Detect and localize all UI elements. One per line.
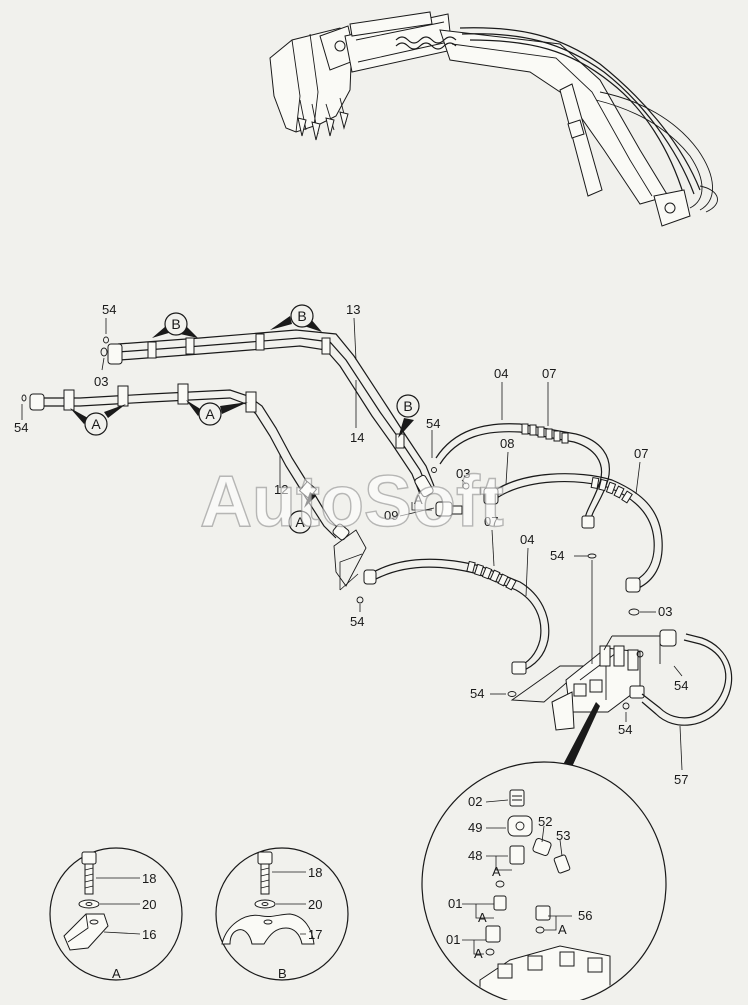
hose-08 — [483, 473, 663, 593]
callout-a-1: A — [70, 404, 126, 436]
callout-b-1-label: B — [171, 316, 180, 332]
label-12: 12 — [274, 482, 288, 497]
callout-b-2: B — [270, 304, 322, 332]
detail-pointer — [556, 702, 600, 780]
label-a-small: A — [414, 492, 423, 507]
callout-a-2: A — [186, 400, 248, 426]
fitting-09 — [431, 467, 470, 517]
pipe-12 — [29, 383, 367, 587]
hose-lower-04-07 — [363, 558, 550, 675]
detail-b-label-20: 20 — [308, 897, 322, 912]
detail-label-01a: 01 — [448, 896, 462, 911]
callout-b-3: B — [396, 394, 420, 438]
label-04-top: 04 — [494, 366, 508, 381]
detail-a-label-20: 20 — [142, 897, 156, 912]
part-numbers: 54 03 54 13 14 12 54 03 A 09 08 04 07 07… — [14, 302, 688, 787]
label-54-lowleft: 54 — [350, 614, 364, 629]
detail-label-01b: 01 — [446, 932, 460, 947]
detail-label-02: 02 — [468, 794, 482, 809]
detail-a-caption: A — [112, 966, 121, 981]
label-13: 13 — [346, 302, 360, 317]
label-07-top: 07 — [542, 366, 556, 381]
o-rings — [21, 336, 644, 710]
label-03-mid: 03 — [456, 466, 470, 481]
detail-b-label-17: 17 — [308, 927, 322, 942]
callout-a-2-label: A — [205, 406, 215, 422]
fittings-detail-circle: 02 49 52 53 48 A 01 A 56 A 01 A — [421, 761, 667, 1005]
detail-label-a4: A — [474, 946, 483, 961]
label-08: 08 — [500, 436, 514, 451]
label-04-mid: 04 — [520, 532, 534, 547]
detail-a-label-18: 18 — [142, 871, 156, 886]
detail-label-56: 56 — [578, 908, 592, 923]
callout-a-3: A — [288, 492, 316, 534]
callout-b-2-label: B — [297, 308, 306, 324]
leader-lines — [21, 317, 683, 771]
detail-b-caption: B — [278, 966, 287, 981]
label-54-c2: 54 — [470, 686, 484, 701]
valve-block — [510, 635, 661, 731]
label-54-c1: 54 — [550, 548, 564, 563]
detail-a-clamp: 18 20 16 A — [49, 847, 183, 981]
detail-label-a3: A — [558, 922, 567, 937]
callout-b-3-label: B — [403, 398, 412, 414]
detail-label-49: 49 — [468, 820, 482, 835]
watermark: AutoSoft — [200, 462, 504, 542]
detail-label-52: 52 — [538, 814, 552, 829]
detail-b-label-18: 18 — [308, 865, 322, 880]
excavator-arm-illustration — [269, 11, 718, 227]
label-57: 57 — [674, 772, 688, 787]
detail-label-53: 53 — [556, 828, 570, 843]
label-54-top: 54 — [102, 302, 116, 317]
label-03-top: 03 — [94, 374, 108, 389]
detail-label-48: 48 — [468, 848, 482, 863]
detail-a-label-16: 16 — [142, 927, 156, 942]
label-54-mid: 54 — [426, 416, 440, 431]
detail-label-a1: A — [492, 864, 501, 879]
label-54-left: 54 — [14, 420, 28, 435]
label-09: 09 — [384, 508, 398, 523]
callout-b-1: B — [152, 312, 198, 338]
callout-a-3-label: A — [295, 514, 305, 530]
hose-upper-04-07 — [435, 423, 610, 529]
detail-b-clamp: 18 20 17 B — [215, 847, 349, 981]
label-03-right: 03 — [658, 604, 672, 619]
hose-57 — [641, 629, 733, 726]
pipe-13-14 — [107, 329, 435, 498]
callout-a-1-label: A — [91, 416, 101, 432]
label-07-right: 07 — [634, 446, 648, 461]
detail-label-a2: A — [478, 910, 487, 925]
label-07-mid: 07 — [484, 514, 498, 529]
label-54-right: 54 — [674, 678, 688, 693]
label-14: 14 — [350, 430, 364, 445]
label-54-valve: 54 — [618, 722, 632, 737]
